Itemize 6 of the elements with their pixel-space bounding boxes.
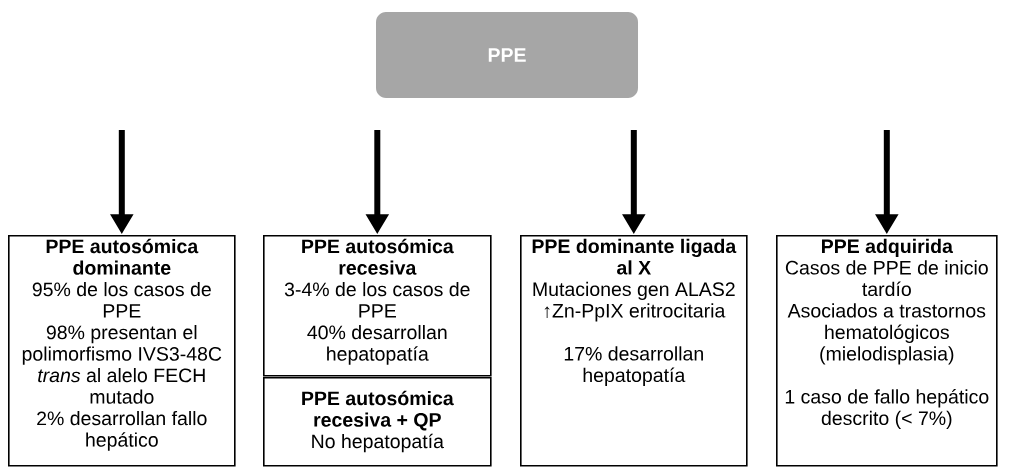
text-box: PPE adquirida Casos de PPE de inicio tardío Asociados a trastornos hematológicos (mielodisplasia) 1 caso de fallo hepático descrito (< 7%) bbox=[776, 235, 998, 467]
root-box: PPE bbox=[376, 12, 638, 98]
text-box: PPE autosómica recesiva 3-4% de los casos de PPE 40% desarrollan hepatopatía bbox=[263, 235, 492, 377]
text-box: PPE autosómica recesiva + QP No hepatopatía bbox=[263, 377, 492, 467]
text-box: PPE dominante ligada al X Mutaciones gen ALAS2 ↑Zn-PpIX eritrocitaria 17% desarrollan hepatopatía bbox=[520, 235, 748, 467]
text-box: PPE autosómica dominante 95% de los casos de PPE 98% presentan el polimorfismo IVS3-48C trans al alelo FECH mutado 2% desarrollan fallo hepático bbox=[8, 235, 236, 467]
